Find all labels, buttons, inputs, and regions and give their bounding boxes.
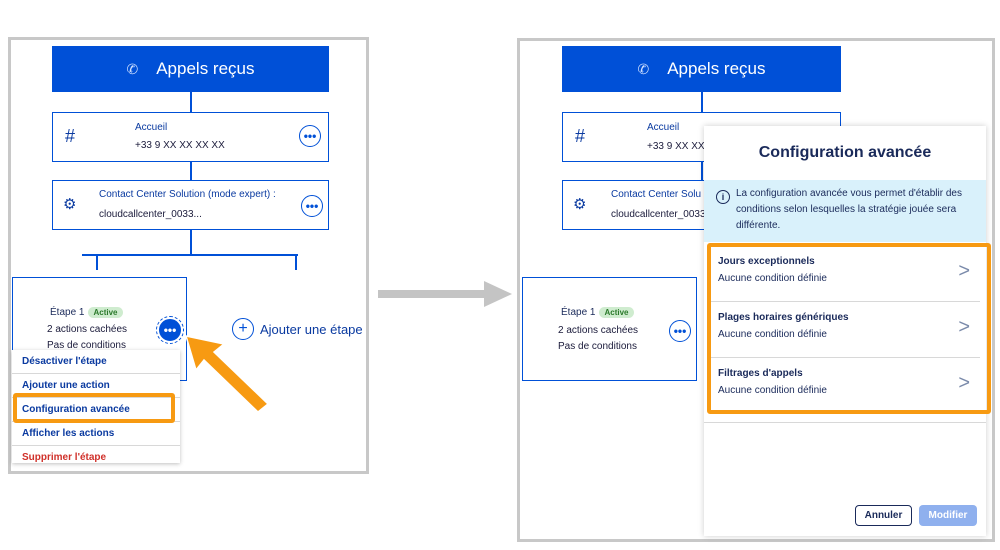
- add-step-button[interactable]: + Ajouter une étape: [232, 318, 363, 340]
- accueil-label: Accueil: [135, 122, 168, 133]
- phone-icon: ✆: [126, 60, 139, 77]
- condition-status: Aucune condition définie: [718, 273, 827, 284]
- advanced-config-drawer: Configuration avancée i La configuration…: [704, 126, 986, 536]
- menu-add-action[interactable]: Ajouter une action: [12, 374, 180, 398]
- condition-status: Aucune condition définie: [718, 329, 827, 340]
- step-title: Étape 1: [561, 307, 596, 318]
- menu-delete-step[interactable]: Supprimer l'étape: [22, 452, 107, 463]
- left-header: ✆ Appels reçus: [52, 46, 329, 92]
- step-conditions: Pas de conditions: [47, 340, 126, 351]
- accueil-number: +33 9 XX XX XX XX: [647, 141, 737, 152]
- step-conditions: Pas de conditions: [558, 341, 637, 352]
- step-more-button[interactable]: •••: [156, 316, 184, 344]
- connector: [295, 254, 297, 270]
- accueil-number: +33 9 XX XX XX XX: [135, 140, 225, 151]
- cancel-button[interactable]: Annuler: [855, 505, 912, 526]
- menu-disable-step[interactable]: Désactiver l'étape: [12, 350, 180, 374]
- conditions-list: Jours exceptionnels Aucune condition déf…: [710, 246, 980, 414]
- status-badge: Active: [599, 307, 634, 318]
- right-header: ✆ Appels reçus: [562, 46, 841, 92]
- chevron-right-icon: >: [958, 372, 970, 394]
- connector: [190, 230, 192, 254]
- condition-title: Filtrages d'appels: [718, 368, 803, 379]
- ccs-value: cloudcallcenter_0033...: [99, 209, 202, 220]
- hash-icon: #: [65, 126, 76, 146]
- condition-title: Jours exceptionnels: [718, 256, 815, 267]
- ccs-label: Contact Center Solution (mode expert) :: [99, 189, 276, 200]
- info-banner: i La configuration avancée vous permet d…: [704, 180, 986, 242]
- pointer-arrow: [184, 335, 270, 413]
- add-step-label: Ajouter une étape: [260, 321, 363, 337]
- submit-button[interactable]: Modifier: [919, 505, 977, 526]
- phone-icon: ✆: [637, 60, 650, 77]
- left-header-title: Appels reçus: [156, 59, 255, 78]
- step-more-button[interactable]: •••: [669, 320, 691, 342]
- info-icon: i: [716, 190, 730, 204]
- condition-call-filtering[interactable]: Filtrages d'appels Aucune condition défi…: [710, 358, 980, 414]
- chevron-right-icon: >: [958, 260, 970, 282]
- step-title: Étape 1: [50, 307, 85, 318]
- ccs-label: Contact Center Solu: [611, 189, 702, 200]
- status-badge: Active: [88, 307, 123, 318]
- step-hidden-actions: 2 actions cachées: [47, 324, 128, 335]
- transition-arrow: [378, 281, 512, 307]
- condition-title: Plages horaires génériques: [718, 312, 849, 323]
- menu-show-actions[interactable]: Afficher les actions: [12, 422, 180, 446]
- highlight-conditions: [707, 243, 991, 414]
- condition-status: Aucune condition définie: [718, 385, 827, 396]
- ccs-more-button[interactable]: •••: [301, 195, 323, 217]
- right-header-title: Appels reçus: [667, 59, 766, 78]
- step-hidden-actions: 2 actions cachées: [558, 325, 639, 336]
- connector: [190, 92, 192, 112]
- accueil-label: Accueil: [647, 122, 680, 133]
- gear-icon: ⚙: [63, 196, 77, 213]
- drawer-title: Configuration avancée: [758, 144, 932, 161]
- connector: [190, 162, 192, 180]
- info-text: La configuration avancée vous permet d'é…: [736, 188, 962, 231]
- accueil-more-button[interactable]: •••: [299, 125, 321, 147]
- plus-icon: +: [232, 318, 254, 340]
- left-accueil-box[interactable]: # Accueil +33 9 XX XX XX XX •••: [52, 112, 329, 162]
- ccs-value: cloudcallcenter_0033: [611, 209, 706, 220]
- condition-exceptional-days[interactable]: Jours exceptionnels Aucune condition déf…: [710, 246, 980, 302]
- highlight-advanced-config: [13, 393, 175, 423]
- connector: [96, 254, 98, 270]
- left-ccs-box[interactable]: ⚙ Contact Center Solution (mode expert) …: [52, 180, 329, 230]
- gear-icon: ⚙: [573, 196, 587, 213]
- connector: [701, 92, 703, 112]
- condition-time-slots[interactable]: Plages horaires génériques Aucune condit…: [710, 302, 980, 358]
- hash-icon: #: [575, 126, 586, 146]
- connector: [82, 254, 298, 256]
- chevron-right-icon: >: [958, 316, 970, 338]
- connector: [701, 162, 703, 180]
- drawer-divider: [704, 422, 986, 423]
